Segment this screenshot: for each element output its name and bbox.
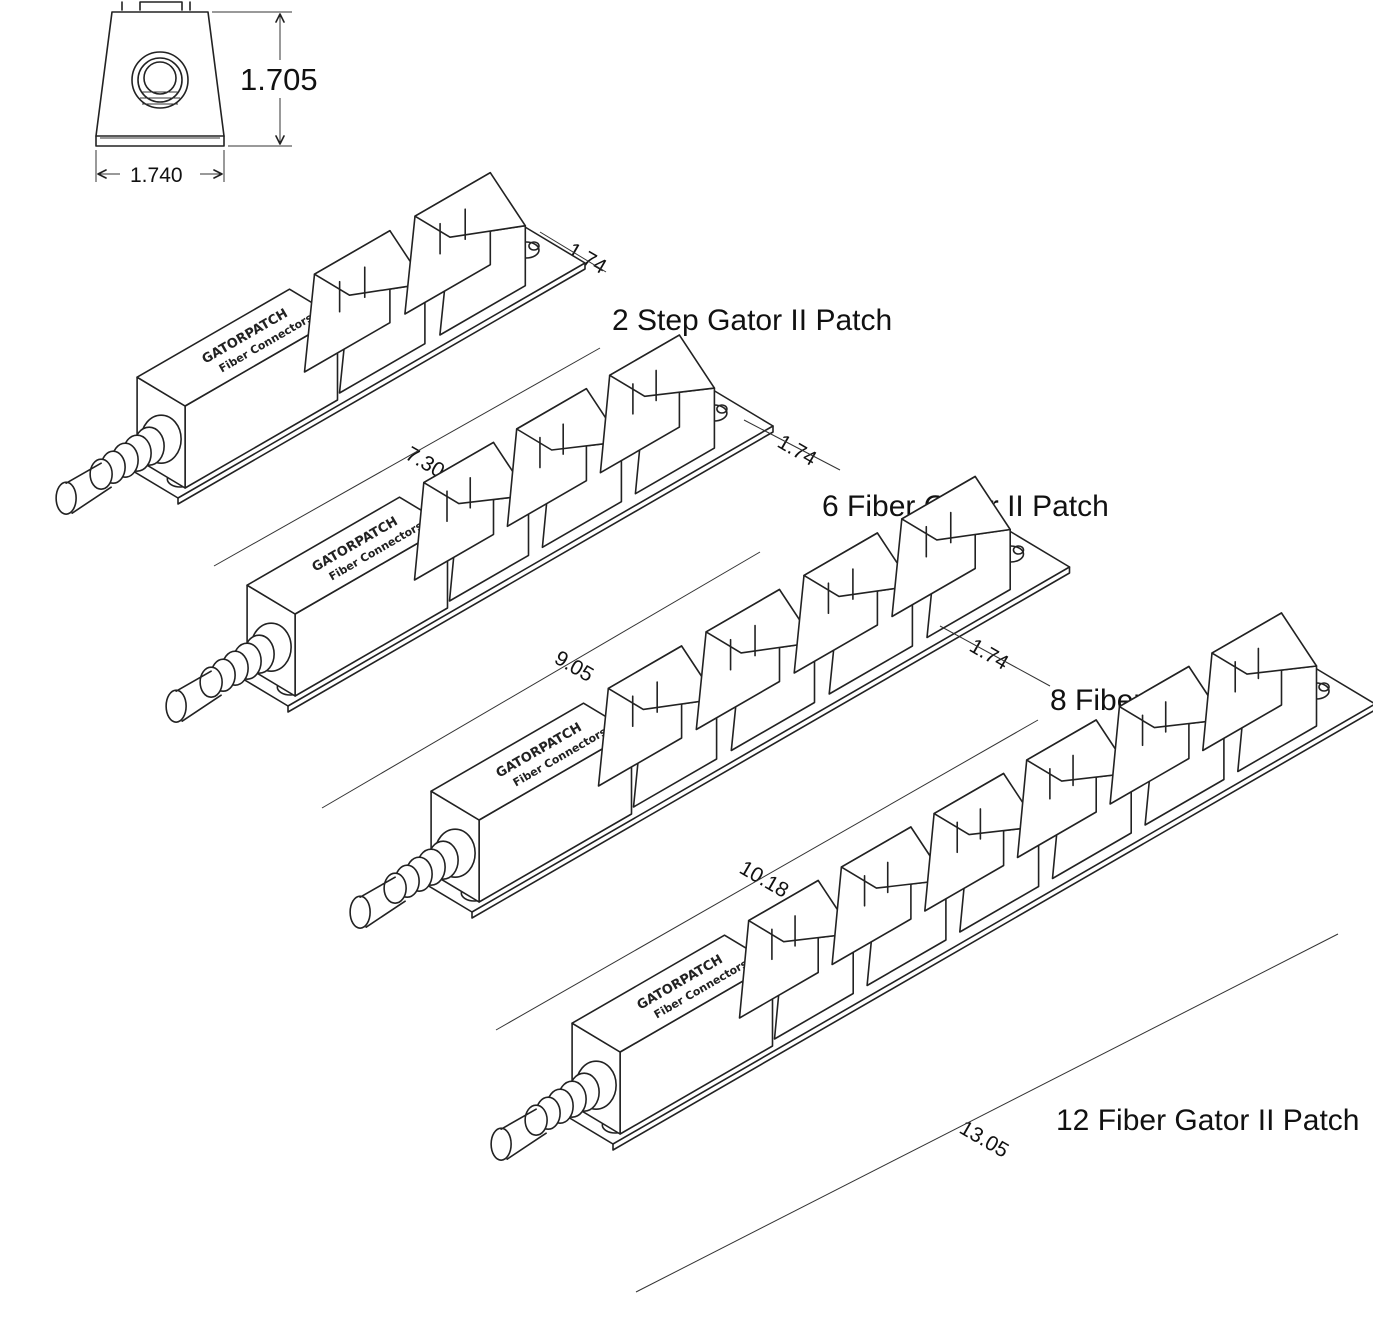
connector-port [923, 772, 1040, 933]
pitch-dimension-line [539, 231, 607, 273]
base-plate-edge [177, 262, 586, 505]
pitch-dim-6-fiber: 1.74 [774, 430, 821, 471]
fiber-cable [175, 670, 222, 722]
pitch-dimension-line [743, 419, 841, 471]
cable-gland [524, 1060, 617, 1136]
cable-gland [383, 828, 476, 904]
keyhole-hole [1012, 545, 1025, 555]
connector-port [506, 387, 623, 549]
connector-port [793, 532, 914, 695]
panel-label-12-fiber: 12 Fiber Gator II Patch [1056, 1104, 1359, 1137]
connector-port [1202, 612, 1318, 773]
length-dimension-line [213, 347, 601, 567]
keyhole-hole [716, 404, 728, 414]
cable-end [490, 1127, 512, 1161]
connector-port [831, 826, 947, 987]
front-width-dim: 1.740 [130, 164, 183, 187]
connector-port [404, 171, 527, 336]
cable-end [55, 481, 77, 515]
connector-port [695, 588, 816, 752]
pitch-dim-8-fiber: 1.74 [966, 634, 1013, 675]
cable-gland [89, 414, 182, 490]
base-plate-edge [287, 425, 774, 713]
connector-port [599, 334, 716, 495]
cable-gland [199, 622, 292, 698]
fiber-cable [500, 1108, 547, 1160]
keyhole-hole [1318, 682, 1330, 692]
fiber-cable [65, 462, 112, 514]
base-plate-edge [471, 566, 1071, 919]
cable-end [349, 895, 371, 929]
connector-port [1016, 719, 1132, 880]
length-dim-8-fiber: 10.18 [736, 856, 793, 902]
base-plate-edge [612, 710, 1373, 1151]
connector-port [891, 475, 1012, 639]
cable-end [165, 689, 187, 723]
connector-port [597, 645, 718, 808]
length-dimension-line [321, 551, 761, 809]
connector-port [413, 441, 530, 602]
fiber-cable [359, 876, 406, 928]
length-dim-6-fiber: 9.05 [551, 646, 598, 686]
front-view: 1.705 1.740 [95, 1, 318, 187]
pitch-dimension-line [939, 625, 1051, 687]
panel-label-2-step: 2 Step Gator II Patch [612, 304, 892, 337]
length-dimension-line [495, 719, 1039, 1031]
connector-port [738, 879, 855, 1040]
length-dim-12-fiber: 13.05 [956, 1116, 1013, 1162]
keyhole-hole [528, 241, 540, 251]
length-dimension-line [635, 933, 1339, 1293]
connector-port [303, 229, 426, 394]
front-height-dim: 1.705 [240, 62, 318, 97]
